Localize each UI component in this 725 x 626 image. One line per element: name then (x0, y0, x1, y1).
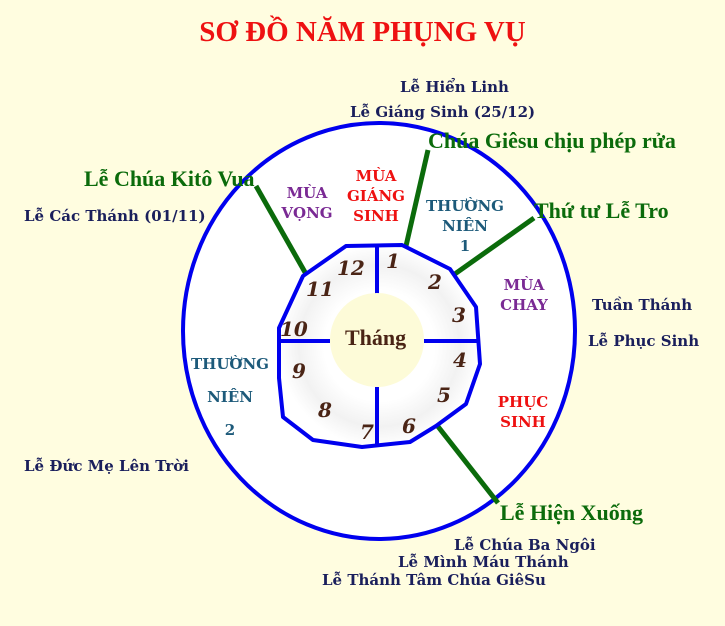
season-mua-giang-sinh: MÙA GIÁNG SINH (340, 166, 412, 226)
season-label: NIÊN (442, 217, 488, 235)
season-label: MÙA (355, 167, 397, 185)
marker-phep-rua: Chúa Giêsu chịu phép rửa (428, 128, 676, 153)
month-6: 6 (402, 414, 416, 438)
season-thuong-nien-2: THƯỜNG NIÊN 2 (184, 348, 276, 447)
season-mua-chay: MÙA CHAY (492, 275, 556, 315)
marker-hien-xuong: Lễ Hiện Xuống (500, 500, 644, 525)
month-1: 1 (386, 249, 400, 273)
page-title: SƠ ĐỒ NĂM PHỤNG VỤ (199, 16, 526, 48)
season-label: THƯỜNG (190, 355, 269, 373)
divider-phep-rua (403, 149, 431, 247)
season-label: MÙA (286, 184, 328, 202)
season-label: PHỤC (497, 393, 549, 411)
month-9: 9 (292, 359, 306, 383)
season-label: 2 (224, 421, 236, 439)
month-10: 10 (280, 317, 308, 341)
season-label: CHAY (500, 296, 548, 314)
season-label: SINH (353, 207, 399, 225)
divider-le-tro (450, 215, 536, 279)
season-label: THƯỜNG (425, 197, 504, 215)
month-5: 5 (437, 383, 451, 407)
season-mua-vong: MÙA VỌNG (272, 183, 342, 223)
feast-chua-ba-ngoi: Lễ Chúa Ba Ngôi (454, 536, 596, 554)
season-label: NIÊN (207, 388, 253, 406)
center-label: Tháng (345, 325, 407, 350)
season-label: 1 (459, 237, 471, 255)
feast-cac-thanh: Lễ Các Thánh (01/11) (24, 207, 206, 225)
month-11: 11 (306, 277, 334, 301)
month-2: 2 (428, 270, 442, 294)
feast-tuan-thanh: Tuần Thánh (592, 296, 693, 314)
month-3: 3 (452, 303, 466, 327)
month-4: 4 (453, 348, 467, 372)
marker-le-tro: Thứ tư Lễ Tro (534, 198, 669, 223)
divider-kito-vua (253, 184, 309, 276)
season-label: MÙA (503, 276, 545, 294)
feast-giang-sinh: Lễ Giáng Sinh (25/12) (350, 103, 536, 121)
center-circle (330, 293, 424, 387)
season-label: GIÁNG (347, 187, 405, 205)
month-7: 7 (360, 420, 374, 444)
season-phuc-sinh: PHỤC SINH (487, 392, 559, 432)
feast-minh-mau-thanh: Lễ Mình Máu Thánh (398, 553, 569, 571)
feast-hien-linh: Lễ Hiển Linh (400, 78, 509, 96)
season-thuong-nien-1: THƯỜNG NIÊN 1 (419, 196, 511, 256)
feast-thanh-tam: Lễ Thánh Tâm Chúa GiêSu (322, 571, 546, 589)
season-label: VỌNG (281, 204, 333, 222)
feast-phuc-sinh: Lễ Phục Sinh (588, 332, 700, 350)
month-8: 8 (318, 398, 332, 422)
season-label: SINH (500, 413, 546, 431)
marker-chua-kito-vua: Lễ Chúa Kitô Vua (84, 166, 255, 191)
divider-hien-xuong (434, 422, 500, 505)
month-12: 12 (337, 256, 365, 280)
feast-duc-me-len-troi: Lễ Đức Mẹ Lên Trời (24, 457, 189, 475)
